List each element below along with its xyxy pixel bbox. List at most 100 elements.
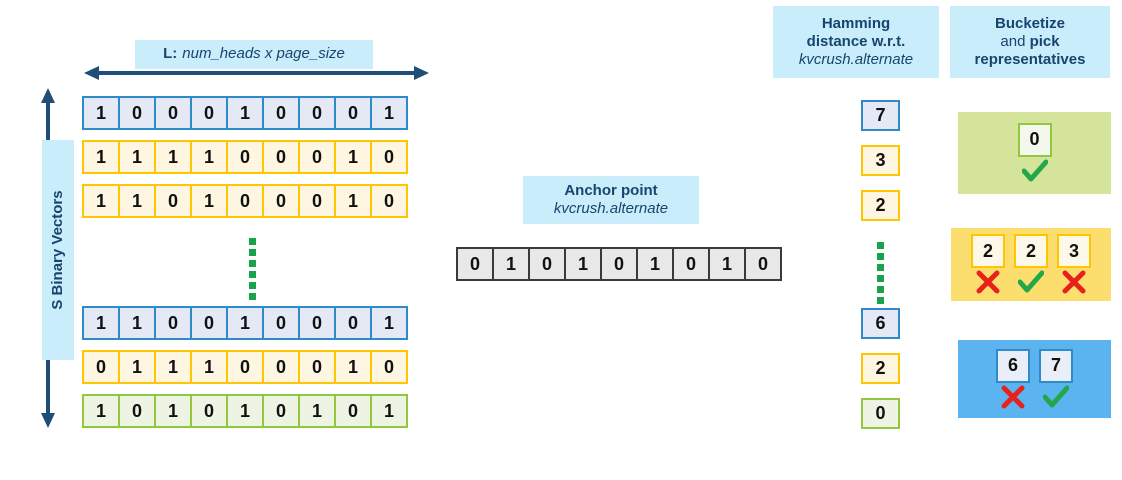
bucket-marks: [971, 269, 1091, 295]
ellipsis-dot: [249, 271, 256, 278]
check-icon: [1014, 269, 1048, 295]
ellipsis-dot: [249, 260, 256, 267]
bit-cell: 1: [82, 394, 120, 428]
bit-cell: 1: [154, 350, 192, 384]
ellipsis-dot: [877, 253, 884, 260]
check-icon: [1018, 158, 1052, 184]
bit-cell: 0: [262, 394, 300, 428]
bit-cell: 0: [334, 394, 372, 428]
bucket-green: 0: [958, 112, 1111, 194]
bit-cell: 1: [226, 394, 264, 428]
bit-cell: 0: [528, 247, 566, 281]
bit-cell: 0: [370, 140, 408, 174]
bit-cell: 0: [226, 350, 264, 384]
ellipsis-dot: [877, 286, 884, 293]
bit-cell: 0: [82, 350, 120, 384]
bucket-value-box: 7: [1039, 348, 1073, 383]
bit-cell: 1: [190, 350, 228, 384]
bit-cell: 0: [298, 140, 336, 174]
bit-cell: 0: [190, 306, 228, 340]
hamming-line-1: Hamming: [821, 14, 891, 32]
hamming-distance-box: 0: [861, 398, 900, 429]
ellipsis-dot: [877, 275, 884, 282]
rows-axis-label-chip: S Binary Vectors: [42, 140, 74, 360]
bucket-value-box: 0: [1017, 122, 1052, 157]
bit-cell: 1: [636, 247, 674, 281]
bit-cell: 1: [334, 350, 372, 384]
ellipsis-dot: [249, 282, 256, 289]
bucketize-chip: Bucketize and pick representatives: [950, 6, 1110, 78]
bit-cell: 1: [118, 140, 156, 174]
hamming-distance-box: 3: [861, 145, 900, 176]
bit-cell: 1: [154, 140, 192, 174]
bit-cell: 1: [564, 247, 602, 281]
bit-cell: 0: [672, 247, 710, 281]
length-label-value: num_heads x page_size: [182, 45, 345, 63]
cross-icon: [1057, 269, 1091, 295]
bit-cell: 1: [370, 96, 408, 130]
ellipsis-dot: [249, 249, 256, 256]
bit-cell: 0: [744, 247, 782, 281]
bit-cell: 1: [298, 394, 336, 428]
hamming-line-3: kvcrush.alternate: [798, 51, 914, 69]
hamming-distance-box: 2: [861, 190, 900, 221]
bucket-value-box: 6: [996, 348, 1030, 383]
bucket-value-box: 2: [1014, 234, 1048, 268]
bit-cell: 0: [334, 96, 372, 130]
bit-cell: 0: [226, 184, 264, 218]
bit-cell: 0: [262, 184, 300, 218]
bit-cell: 1: [370, 306, 408, 340]
bit-cell: 1: [226, 96, 264, 130]
cross-icon: [996, 384, 1030, 410]
bucketize-line-3: representatives: [974, 51, 1086, 69]
bit-cell: 1: [118, 184, 156, 218]
bit-cell: 0: [370, 184, 408, 218]
hamming-distance-chip: Hamming distance w.r.t. kvcrush.alternat…: [773, 6, 939, 78]
hamming-line-2: distance w.r.t.: [806, 32, 906, 50]
bit-cell: 0: [456, 247, 494, 281]
bit-cell: 0: [118, 96, 156, 130]
anchor-point-title: Anchor point: [564, 181, 658, 199]
bucketize-line-1: Bucketize: [994, 14, 1066, 32]
anchor-point-subtitle: kvcrush.alternate: [553, 200, 669, 217]
bit-cell: 0: [154, 306, 192, 340]
ellipsis-dot: [249, 238, 256, 245]
matrix-ellipsis-dots: [249, 238, 256, 300]
hamming-ellipsis-dots: [877, 242, 884, 304]
hamming-distance-box: 2: [861, 353, 900, 384]
length-label-prefix: L:: [163, 45, 178, 63]
bit-cell: 1: [82, 306, 120, 340]
bit-cell: 0: [600, 247, 638, 281]
bit-cell: 1: [118, 350, 156, 384]
bit-cell: 1: [226, 306, 264, 340]
bit-cell: 0: [334, 306, 372, 340]
bit-cell: 1: [708, 247, 746, 281]
rows-axis-label: S Binary Vectors: [48, 190, 66, 310]
bucket-marks: [1018, 158, 1052, 184]
bit-cell: 1: [82, 184, 120, 218]
bucketize-and-word: and: [1000, 32, 1030, 50]
bit-cell: 0: [262, 140, 300, 174]
ellipsis-dot: [249, 293, 256, 300]
bit-cell: 1: [82, 140, 120, 174]
ellipsis-dot: [877, 297, 884, 304]
bucket-value-box: 2: [971, 234, 1005, 268]
bit-cell: 1: [334, 184, 372, 218]
bit-cell: 1: [334, 140, 372, 174]
bit-cell: 1: [492, 247, 530, 281]
ellipsis-dot: [877, 242, 884, 249]
bit-cell: 0: [154, 184, 192, 218]
bit-cell: 0: [226, 140, 264, 174]
bit-cell: 1: [118, 306, 156, 340]
ellipsis-dot: [877, 264, 884, 271]
